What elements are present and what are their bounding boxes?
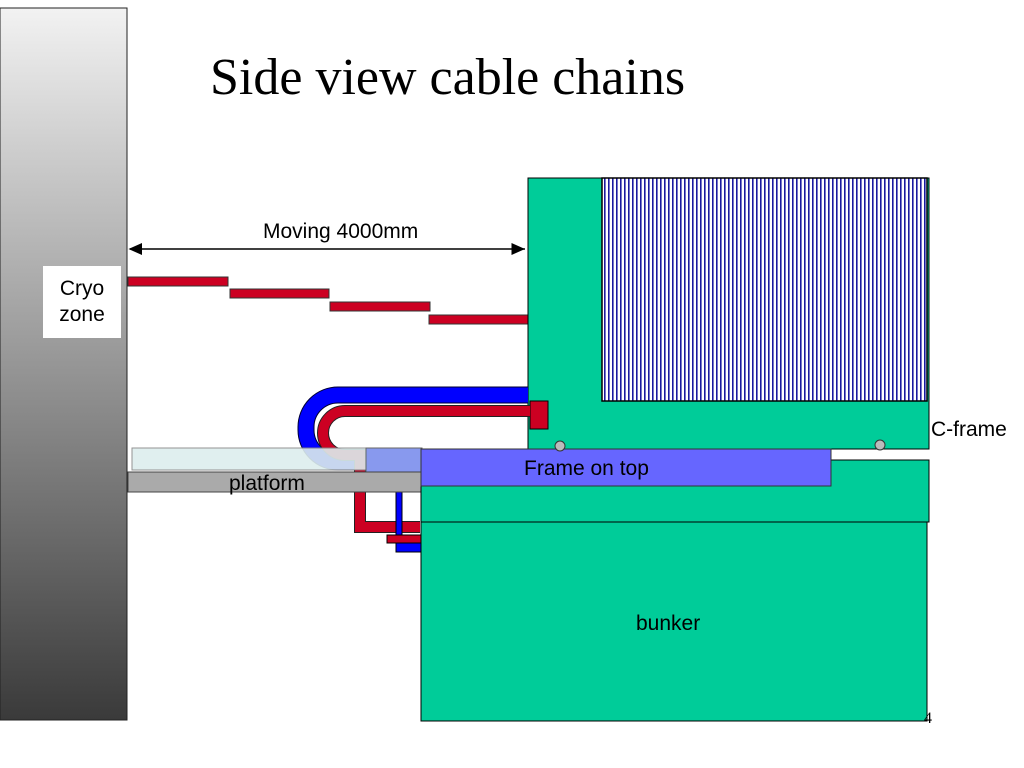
lower-red-foot (386, 534, 423, 544)
lower-blue-foot (395, 542, 423, 553)
cryo-zone-wall (0, 7, 128, 721)
cryo-label-line1: Cryo (59, 277, 105, 300)
striped-detector (601, 177, 928, 402)
frame-on-top-label: Frame on top (524, 457, 649, 480)
frame-on-top (420, 448, 832, 487)
wheel-right (874, 439, 886, 451)
platform-label: platform (229, 472, 305, 495)
slide-title: Side view cable chains (210, 49, 686, 106)
bunker-label: bunker (636, 612, 701, 635)
bunker (420, 521, 928, 722)
moving-distance-label: Moving 4000mm (263, 220, 419, 243)
cryo-zone-label: Cryo zone (43, 266, 121, 338)
cryo-label-line2: zone (59, 303, 105, 326)
chain-connector (529, 400, 549, 430)
c-frame-label: C-frame (931, 418, 1007, 441)
platform-block (365, 447, 423, 473)
wheel-left (554, 440, 566, 452)
page-number: 4 (924, 710, 932, 727)
upper-red-cable-chain (127, 276, 529, 325)
